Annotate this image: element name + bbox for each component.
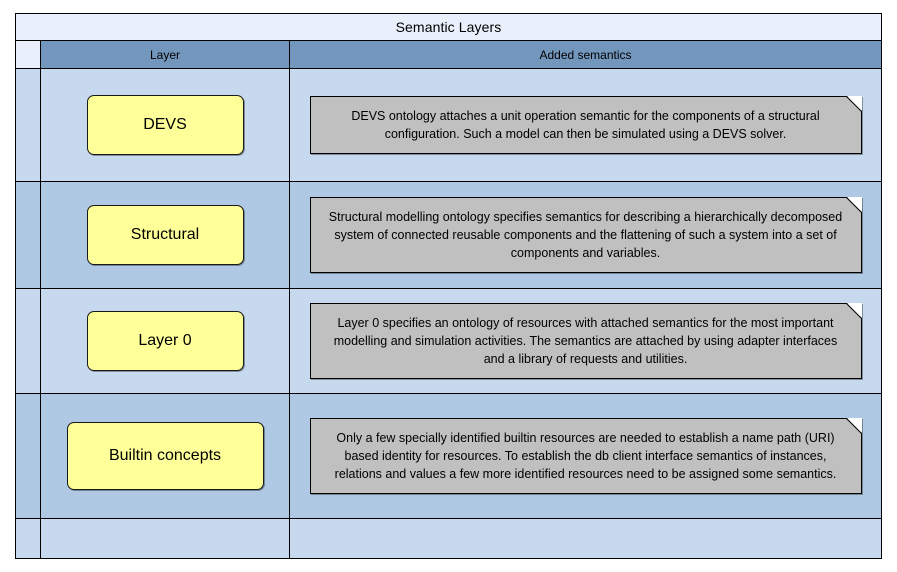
semantic-layers-table: Semantic Layers Layer Added semantics DE… xyxy=(15,13,882,559)
table-row: Structural Structural modelling ontology… xyxy=(16,182,881,289)
table-row xyxy=(16,519,881,558)
added-semantics-cell: Structural modelling ontology specifies … xyxy=(290,182,881,288)
table-row: Layer 0 Layer 0 specifies an ontology of… xyxy=(16,289,881,394)
note-fold-icon xyxy=(846,197,862,212)
layer-box-label: DEVS xyxy=(143,116,187,133)
added-semantics-cell: Only a few specially identified builtin … xyxy=(290,394,881,518)
layer-box-structural[interactable]: Structural xyxy=(86,205,244,265)
column-header-layer: Layer xyxy=(41,41,290,68)
layer-box-label: Builtin concepts xyxy=(108,447,222,464)
layer-box-label: Structural xyxy=(130,226,200,243)
note-box-devs[interactable]: DEVS ontology attaches a unit operation … xyxy=(309,96,862,154)
header-spacer-cell xyxy=(16,41,41,68)
table-row: Builtin concepts Only a few specially id… xyxy=(16,394,881,519)
table-header-row: Layer Added semantics xyxy=(16,41,881,69)
layer-box-layer-0[interactable]: Layer 0 xyxy=(86,311,244,371)
layer-box-builtin-concepts[interactable]: Builtin concepts xyxy=(66,422,264,490)
note-text: Structural modelling ontology specifies … xyxy=(328,210,843,260)
layer-cell: Structural xyxy=(41,182,290,288)
layer-box-devs[interactable]: DEVS xyxy=(86,95,244,155)
table-title-row: Semantic Layers xyxy=(16,14,881,41)
column-header-added-semantics: Added semantics xyxy=(290,41,881,68)
row-spacer-cell xyxy=(16,289,41,393)
added-semantics-cell xyxy=(290,519,881,558)
row-spacer-cell xyxy=(16,182,41,288)
row-spacer-cell xyxy=(16,394,41,518)
row-spacer-cell xyxy=(16,519,41,558)
note-fold-icon xyxy=(846,418,862,433)
layer-cell xyxy=(41,519,290,558)
layer-box-label: Layer 0 xyxy=(138,332,192,349)
note-fold-icon xyxy=(846,303,862,318)
table-row: DEVS DEVS ontology attaches a unit opera… xyxy=(16,69,881,182)
row-spacer-cell xyxy=(16,69,41,181)
layer-cell: DEVS xyxy=(41,69,290,181)
note-box-builtin-concepts[interactable]: Only a few specially identified builtin … xyxy=(309,418,862,494)
note-text: DEVS ontology attaches a unit operation … xyxy=(351,109,820,141)
added-semantics-cell: DEVS ontology attaches a unit operation … xyxy=(290,69,881,181)
layer-cell: Layer 0 xyxy=(41,289,290,393)
note-text: Layer 0 specifies an ontology of resourc… xyxy=(333,316,838,366)
page-title: Semantic Layers xyxy=(395,19,502,35)
layer-cell: Builtin concepts xyxy=(41,394,290,518)
note-fold-icon xyxy=(846,96,862,111)
note-box-structural[interactable]: Structural modelling ontology specifies … xyxy=(309,197,862,273)
added-semantics-cell: Layer 0 specifies an ontology of resourc… xyxy=(290,289,881,393)
note-text: Only a few specially identified builtin … xyxy=(334,431,837,481)
note-box-layer-0[interactable]: Layer 0 specifies an ontology of resourc… xyxy=(309,303,862,379)
